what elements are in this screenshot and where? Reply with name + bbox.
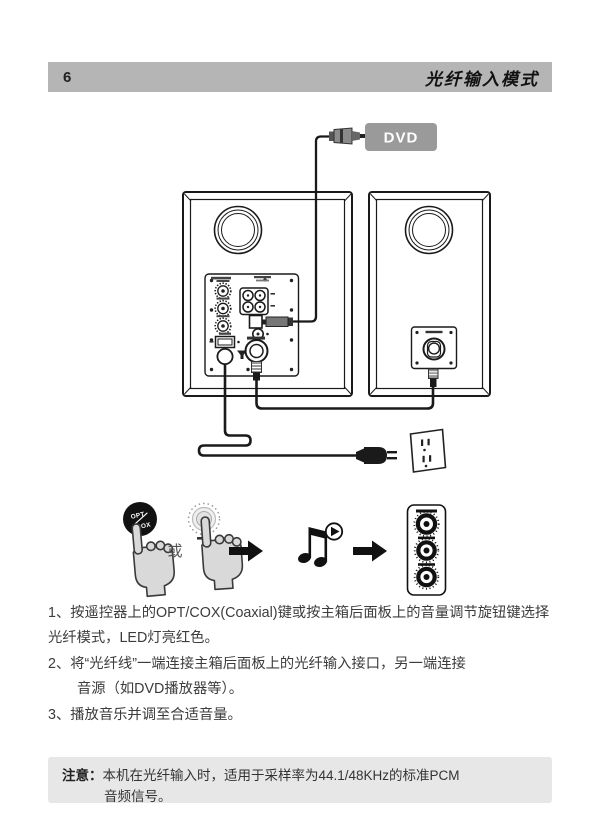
cox-label: COX	[136, 521, 152, 531]
wall-outlet-icon	[409, 428, 447, 473]
page-number: 6	[63, 68, 72, 86]
note-line-1: 注意：本机在光纤输入时，适用于采样率为44.1/48KHz的标准PCM	[62, 765, 552, 786]
note-text-1: 本机在光纤输入时，适用于采样率为44.1/48KHz的标准PCM	[102, 768, 460, 783]
instruction-line-5: 3、播放音乐并调至合适音量。	[48, 706, 242, 723]
play-icon	[324, 522, 344, 541]
note-box: 注意：本机在光纤输入时，适用于采样率为44.1/48KHz的标准PCM 音频信号…	[48, 757, 552, 804]
speaker-link-connector	[244, 336, 269, 381]
dvd-label: DVD	[384, 130, 419, 147]
or-label: 或	[167, 543, 182, 560]
speaker-terminal-block	[239, 287, 275, 316]
page-header-bar: 6 光纤输入模式	[48, 62, 552, 92]
brand-logo	[211, 276, 231, 280]
main-speaker	[182, 191, 353, 397]
note-line-2: 音频信号。	[104, 789, 172, 804]
power-inlet	[216, 347, 247, 365]
optical-input-port	[248, 314, 263, 329]
passive-speaker	[368, 191, 491, 397]
main-speaker-rear-panel	[204, 273, 300, 381]
optical-connector-dvd-icon	[329, 127, 365, 145]
speaker-link-cable	[255, 380, 435, 410]
instruction-line-4: 音源（如DVD播放器等）。	[77, 681, 244, 698]
passive-speaker-input-panel	[410, 326, 458, 387]
passive-speaker-driver	[404, 205, 454, 255]
optical-cable	[262, 127, 365, 327]
power-plug-icon	[356, 447, 397, 464]
arrow-right-icon	[229, 540, 263, 562]
plug-symbol-icon	[237, 350, 247, 359]
optical-connector-speaker-icon	[262, 316, 293, 327]
tone-knobs	[214, 280, 232, 335]
instruction-line-3: 2、将“光纤线”一端连接主箱后面板上的光纤输入接口，另一端连接	[48, 655, 466, 672]
instruction-line-2: 光纤模式，LED灯亮红色。	[48, 630, 219, 647]
arrow-right-icon	[353, 540, 387, 562]
link-cable-connector	[428, 368, 439, 387]
dvd-source-box: DVD	[365, 123, 437, 151]
page-title: 光纤输入模式	[425, 69, 539, 90]
connection-diagram: DVD	[123, 123, 491, 598]
panel-screws	[209, 278, 294, 372]
instruction-steps: 1、按遥控器上的OPT/COX(Coaxial)键或按主箱后面板上的音量调节旋钮…	[48, 601, 556, 728]
knob-panel-icon	[406, 504, 447, 596]
instruction-line-1: 1、按遥控器上的OPT/COX(Coaxial)键或按主箱后面板上的音量调节旋钮…	[48, 605, 550, 621]
note-label: 注意：	[62, 768, 103, 783]
music-note-icon	[298, 522, 344, 567]
opt-label: OPT	[130, 511, 145, 521]
aux-port	[209, 332, 240, 349]
main-speaker-driver	[213, 205, 263, 255]
pressing-hand-icon	[131, 523, 175, 598]
power-cable	[197, 364, 356, 457]
